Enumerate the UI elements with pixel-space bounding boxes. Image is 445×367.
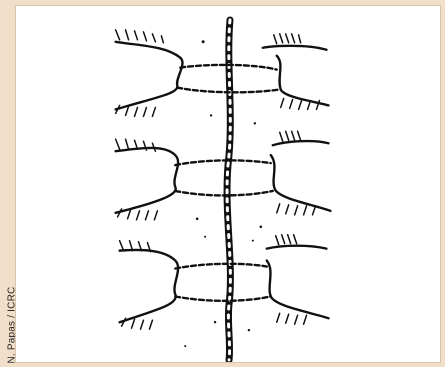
suture-drawing: [16, 6, 440, 362]
wound-suture-illustration: [15, 5, 441, 363]
central-drain: [227, 20, 230, 360]
